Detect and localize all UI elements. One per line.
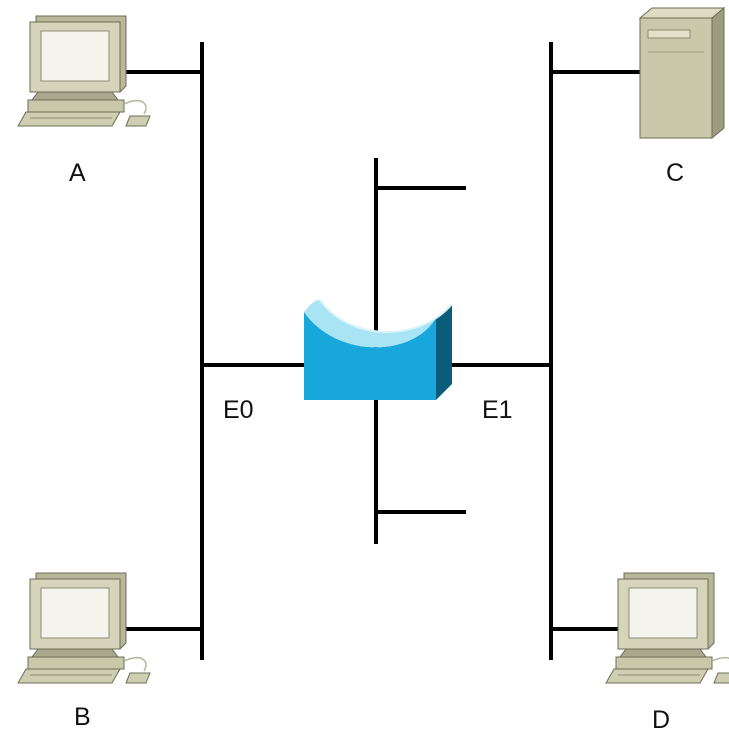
interface-label-e1: E1 (482, 396, 513, 424)
node-label-a: A (69, 159, 86, 187)
node-label-c: C (666, 159, 684, 187)
node-label-b: B (74, 703, 91, 731)
node-label-d: D (652, 706, 670, 733)
interface-label-e0: E0 (223, 396, 254, 424)
switch-icon[interactable] (304, 299, 453, 400)
workstation-icon[interactable] (605, 572, 729, 684)
server-icon[interactable] (639, 7, 725, 139)
